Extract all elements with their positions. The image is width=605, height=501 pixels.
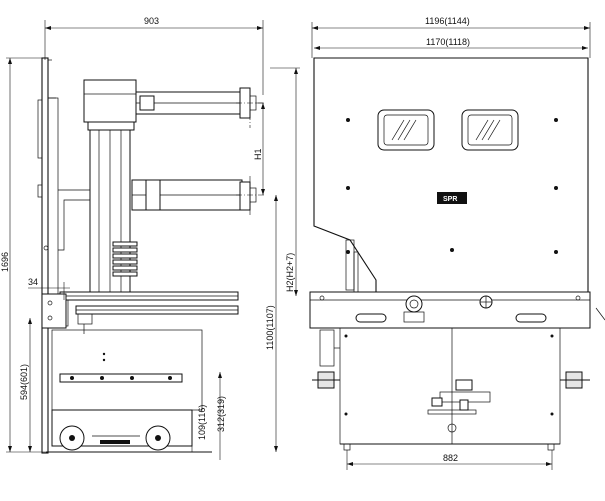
dim-center-height-label: 1100(1107) xyxy=(265,305,275,350)
viewing-window-left xyxy=(377,109,435,151)
front-view: 1196(1144) 1170(1118) xyxy=(309,16,605,470)
dim-h1: H1 xyxy=(253,103,265,195)
dim-front-inner-width: 1170(1118) xyxy=(314,37,588,50)
nameplate: SPR xyxy=(437,192,467,204)
viewing-window-right xyxy=(461,109,519,151)
dim-h2: H2(H2+7) xyxy=(270,67,300,296)
dim-side-width: 903 xyxy=(44,16,264,95)
dim-base-width: 882 xyxy=(346,450,553,470)
coil-ribs xyxy=(112,241,138,277)
dim-center-height: 1100(1107) xyxy=(265,195,278,452)
side-view: 903 1696 xyxy=(0,16,300,460)
dim-lower-height: 594(601) xyxy=(19,318,32,452)
dim-total-height-label: 1696 xyxy=(0,252,10,272)
dim-base-width-label: 882 xyxy=(443,453,458,463)
nameplate-label: SPR xyxy=(443,196,457,203)
dim-total-height: 1696 xyxy=(0,57,60,453)
dim-front-outer-width-label: 1196(1144) xyxy=(425,16,470,26)
dim-wheel-height-label: 109(116) xyxy=(197,405,207,440)
dim-small-offset-label: 34 xyxy=(28,277,38,287)
center-mechanism xyxy=(427,379,491,433)
dim-lower-height-label: 594(601) xyxy=(19,364,29,400)
dim-side-width-label: 903 xyxy=(144,16,159,26)
dim-bottom-height: 312(319) xyxy=(216,372,226,460)
dim-wheel-height: 109(116) xyxy=(191,405,207,452)
dim-bottom-height-label: 312(319) xyxy=(216,396,226,432)
dim-h1-label: H1 xyxy=(253,148,263,160)
dim-front-inner-width-label: 1170(1118) xyxy=(426,37,470,47)
dim-h2-label: H2(H2+7) xyxy=(285,253,295,292)
dim-front-outer-width: 1196(1144) xyxy=(311,16,591,58)
panel-bolts xyxy=(346,118,558,254)
dim-small-offset: 34 xyxy=(28,277,70,300)
